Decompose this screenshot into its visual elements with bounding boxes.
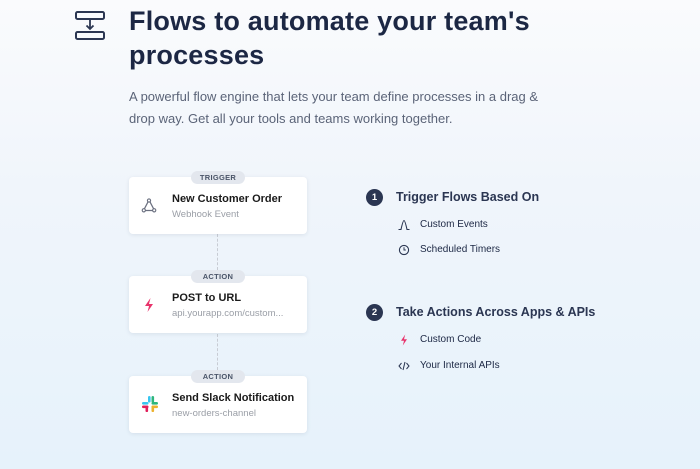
step-number: 2	[366, 304, 383, 321]
trigger-badge: TRIGGER	[191, 171, 245, 184]
action-badge: ACTION	[191, 370, 245, 383]
page-subtitle: A powerful flow engine that lets your te…	[129, 89, 539, 126]
card-subtitle: Webhook Event	[172, 209, 239, 220]
lightning-icon	[401, 334, 407, 346]
step-number: 1	[366, 189, 383, 206]
feature-label: Scheduled Timers	[420, 244, 501, 255]
step-title: Trigger Flows Based On	[396, 190, 540, 204]
card-subtitle: api.yourapp.com/custom...	[172, 308, 284, 319]
flow-connector	[217, 334, 218, 370]
lightning-icon	[145, 298, 153, 312]
action-badge: ACTION	[191, 270, 245, 283]
flow-card-action-post[interactable]: POST to URL api.yourapp.com/custom...	[129, 276, 307, 333]
slack-icon	[142, 396, 158, 412]
card-title: Send Slack Notification	[172, 392, 295, 404]
code-icon	[398, 361, 410, 371]
card-title: New Customer Order	[172, 193, 283, 205]
step-title: Take Actions Across Apps & APIs	[396, 305, 596, 319]
event-wave-icon	[398, 219, 410, 231]
page-title: Flows to automate your team's processes	[129, 6, 530, 70]
feature-label: Custom Events	[420, 219, 488, 230]
feature-label: Custom Code	[420, 334, 482, 345]
flow-card-trigger[interactable]: New Customer Order Webhook Event	[129, 177, 307, 234]
flow-card-action-slack[interactable]: Send Slack Notification new-orders-chann…	[129, 376, 307, 433]
card-subtitle: new-orders-channel	[172, 408, 256, 419]
card-title: POST to URL	[172, 292, 242, 304]
feature-label: Your Internal APIs	[420, 360, 500, 371]
webhook-icon	[141, 198, 157, 213]
clock-icon	[398, 244, 410, 256]
flow-connector	[217, 234, 218, 270]
flow-icon	[75, 11, 105, 40]
